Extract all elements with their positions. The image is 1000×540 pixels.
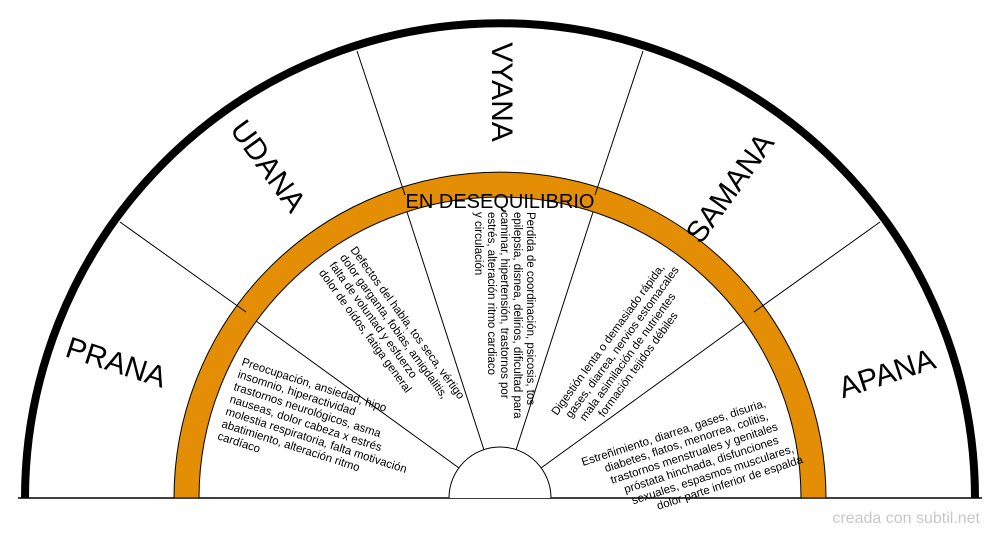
desc-line: estrés, alteración ritmo cardiaco: [485, 212, 497, 375]
divider-outer-1: [119, 221, 247, 313]
divider-inner-3: [515, 211, 594, 451]
segment-desc-samana: Digestión lenta o demasiado rápida, gase…: [550, 262, 682, 423]
segment-name-prana: PRANA: [62, 331, 170, 394]
desc-line: Perdida de coordinación, psicosis, tos: [524, 212, 536, 405]
divider-outer-4: [753, 221, 881, 313]
segment-name-udana: UDANA: [223, 114, 311, 218]
divider-inner-2: [406, 211, 485, 451]
segment-name-apana: APANA: [835, 343, 940, 405]
desc-line: gases, diarrea, nervios estomacales: [564, 264, 682, 420]
orange-ring: [173, 171, 827, 499]
divider-inner-1: [255, 320, 460, 469]
segment-name-samana: SAMANA: [680, 127, 781, 249]
divider-inner-4: [540, 320, 745, 469]
divider-outer-2: [356, 50, 406, 196]
desc-line: epilepsia, disnea, delirios, dificultad …: [511, 212, 523, 419]
desc-line: caminar, hipertensión, trastornos por: [498, 212, 510, 399]
ring-label: EN DESEQUILIBRIO: [406, 191, 595, 213]
watermark: creada con subtil.net: [832, 510, 980, 527]
segment-desc-vyana: Perdida de coordinación, psicosis, tos e…: [472, 212, 536, 419]
center-hub: [448, 446, 552, 499]
divider-outer-3: [594, 50, 644, 196]
segment-desc-apana: Estreñimiento, diarrea, gases, disuria, …: [580, 398, 805, 513]
desc-line: y circulación: [472, 212, 484, 275]
outer-arc: [21, 19, 979, 499]
segment-name-vyana: VYANA: [485, 42, 518, 141]
